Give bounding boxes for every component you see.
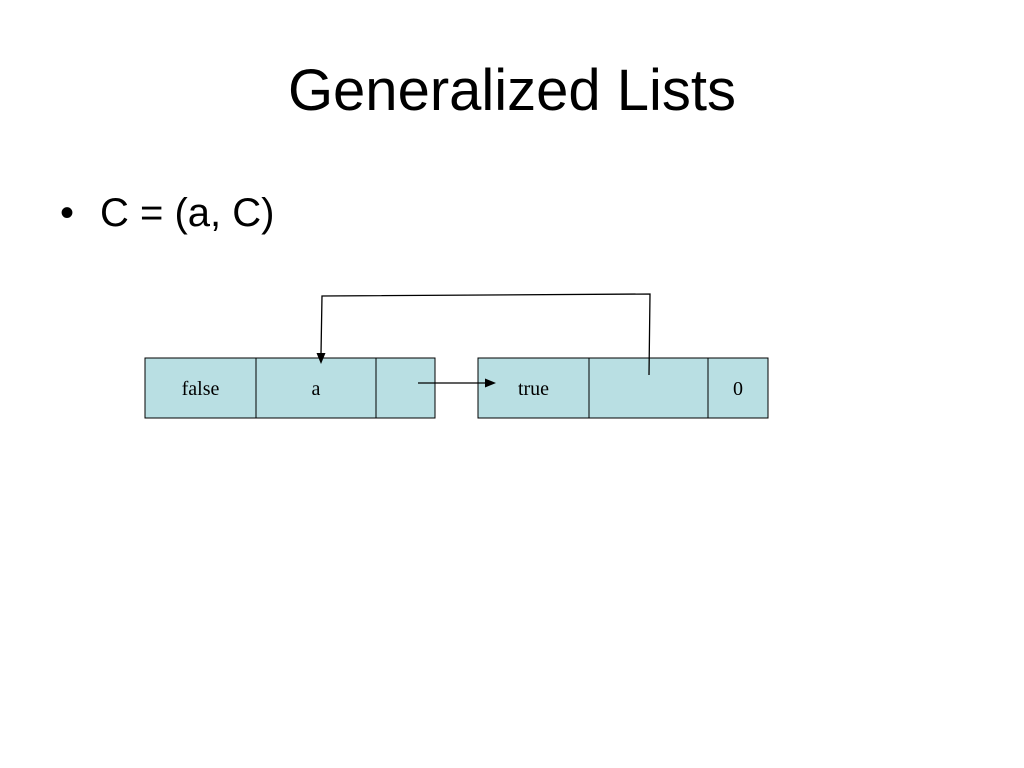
node2-link-cell [707,357,769,419]
sublist-pointer-line [320,293,651,376]
sublist-pointer-arrowhead [316,353,326,364]
bullet-dot: • [60,191,75,235]
node2-tag-cell [477,357,590,419]
node1-tag-text: false [182,378,220,400]
bullet-item: • C = (a, C) [60,193,274,233]
slide-title: Generalized Lists [287,58,737,123]
next-pointer-arrowhead [485,378,496,388]
list-node-1: false a [144,357,436,419]
node1-data-cell [255,357,377,419]
node1-link-cell [375,357,436,419]
list-node-2: true 0 [477,357,769,419]
node2-tag-text: true [518,378,549,400]
next-pointer-arrow [418,378,496,388]
sublist-pointer-arrow [316,293,651,376]
bullet-text: C = (a, C) [100,191,275,235]
node2-link-text: 0 [733,378,743,400]
node1-data-text: a [312,378,321,400]
